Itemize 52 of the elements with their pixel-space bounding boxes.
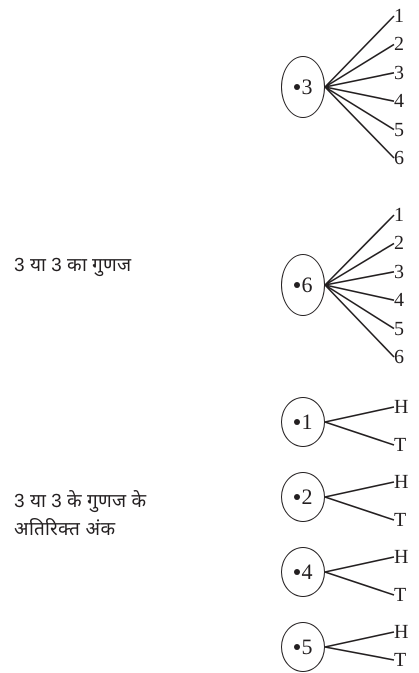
- outcome-label: 3: [394, 262, 404, 282]
- outcome-label: 5: [394, 318, 404, 339]
- outcome-label: H: [394, 547, 408, 567]
- branch-line: [324, 406, 394, 423]
- outcome-label: 4: [394, 290, 404, 310]
- branch-line: [324, 631, 394, 648]
- outcome-ellipse: [281, 622, 325, 672]
- branch-line: [324, 421, 394, 446]
- outcome-label: 4: [394, 91, 404, 112]
- die-number: 6: [302, 274, 312, 296]
- branch-line: [324, 86, 395, 159]
- branch-line: [324, 86, 394, 130]
- outcome-label: T: [394, 435, 406, 455]
- outcome-label: 3: [394, 62, 404, 83]
- branch-line: [324, 284, 395, 358]
- branch-line: [324, 271, 394, 286]
- outcome-ellipse: [281, 472, 325, 522]
- branch-line: [324, 86, 394, 102]
- outcome-ellipse: [281, 397, 325, 447]
- outcome-label: H: [394, 622, 408, 642]
- outcome-label: T: [394, 510, 406, 530]
- outcome-label: T: [394, 650, 406, 670]
- branch-line: [324, 44, 394, 88]
- die-number: 5: [302, 636, 312, 658]
- group-label: 3 या 3 का गुणज: [14, 254, 132, 278]
- outcome-label: 1: [394, 6, 404, 26]
- branch-line: [324, 646, 394, 661]
- outcome-label: 2: [394, 233, 404, 254]
- outcome-label: H: [394, 397, 408, 417]
- die-number: 2: [302, 486, 312, 508]
- branch-line: [324, 214, 395, 286]
- outcome-label: 1: [394, 205, 404, 225]
- die-number: 3: [302, 76, 312, 98]
- branch-line: [324, 496, 394, 521]
- branch-line: [324, 284, 394, 330]
- branch-line: [324, 556, 394, 573]
- branch-line: [324, 284, 394, 301]
- outcome-label: 6: [394, 347, 404, 367]
- branch-line: [324, 15, 395, 88]
- die-number: 1: [302, 411, 312, 433]
- branch-line: [324, 72, 394, 88]
- outcome-label: 2: [394, 34, 404, 54]
- branch-line: [324, 242, 394, 286]
- outcome-label: 6: [394, 148, 404, 168]
- branch-line: [324, 571, 394, 596]
- outcome-label: T: [394, 585, 406, 605]
- outcome-label: 5: [394, 120, 404, 140]
- outcome-label: H: [394, 472, 408, 492]
- branch-line: [324, 481, 394, 498]
- group-label: 3 या 3 के गुणज के अतिरिक्त अंक: [14, 489, 148, 542]
- die-number: 4: [302, 561, 312, 583]
- outcome-ellipse: [281, 547, 325, 597]
